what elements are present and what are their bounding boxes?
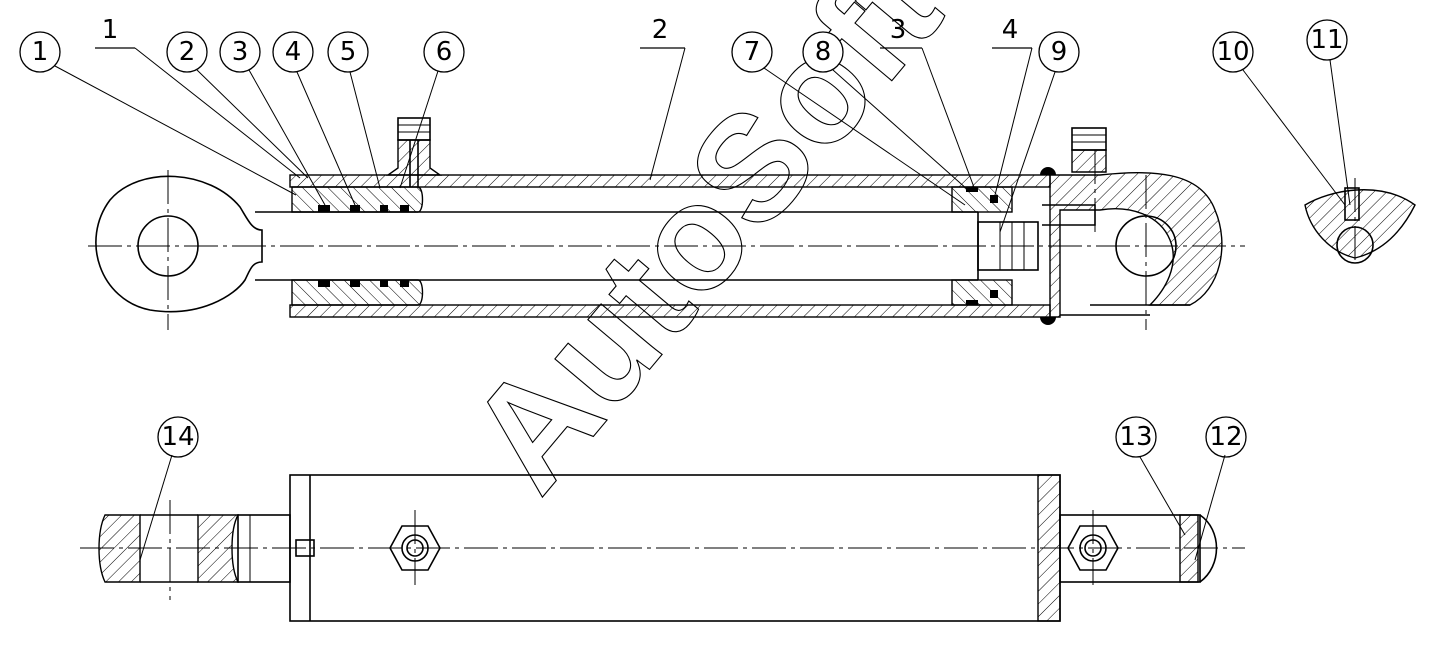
port-fitting-rod-side [385,117,443,187]
balloon-8-label: 8 [815,37,832,67]
ref-1: 1 [95,15,135,49]
balloon-2: 2 [166,31,208,73]
balloon-14-label: 14 [161,422,194,452]
balloon-6: 6 [423,31,465,73]
balloon-3: 3 [219,31,261,73]
tube-body [289,474,1218,622]
balloon-12-label: 12 [1209,422,1242,452]
ref-2-label: 2 [652,15,669,45]
balloon-1-label: 1 [32,37,49,67]
balloon-1: 1 [19,31,61,73]
balloon-10: 10 [1212,31,1254,73]
leader-lines [54,47,1351,561]
hex-fitting-1 [389,510,441,585]
balloon-7: 7 [731,31,773,73]
balloon-2-label: 2 [179,37,196,67]
balloon-14: 14 [157,416,199,458]
balloon-12: 12 [1205,416,1247,458]
balloon-7-label: 7 [744,37,761,67]
watermark-text: AutoSoft [436,0,972,521]
cap-end [1040,127,1223,330]
ref-3-label: 3 [890,15,907,45]
piston [951,186,1013,306]
rod-eye-exterior [98,500,291,600]
balloon-6-label: 6 [436,37,453,67]
hex-fitting-2 [1067,510,1119,585]
balloon-9: 9 [1038,31,1080,73]
balloon-5: 5 [327,31,369,73]
ref-4: 4 [992,15,1032,49]
balloon-5-label: 5 [340,37,357,67]
balloon-13-label: 13 [1119,422,1152,452]
balloon-11-label: 11 [1310,25,1343,55]
balloon-4: 4 [272,31,314,73]
balloon-4-label: 4 [285,37,302,67]
balloon-13: 13 [1115,416,1157,458]
ref-3: 3 [880,15,922,49]
section-view [88,117,1416,330]
balloon-3-label: 3 [232,37,249,67]
ref-2: 2 [640,15,685,49]
balloon-8: 8 [802,31,844,73]
rod-eye [95,170,263,330]
balloon-9-label: 9 [1051,37,1068,67]
balloon-10-label: 10 [1216,37,1249,67]
detail-view [1304,178,1416,264]
ref-4-label: 4 [1002,15,1019,45]
balloon-11: 11 [1306,19,1348,61]
ref-1-label: 1 [102,15,119,45]
exterior-view [80,474,1245,622]
gland-head [291,186,424,306]
